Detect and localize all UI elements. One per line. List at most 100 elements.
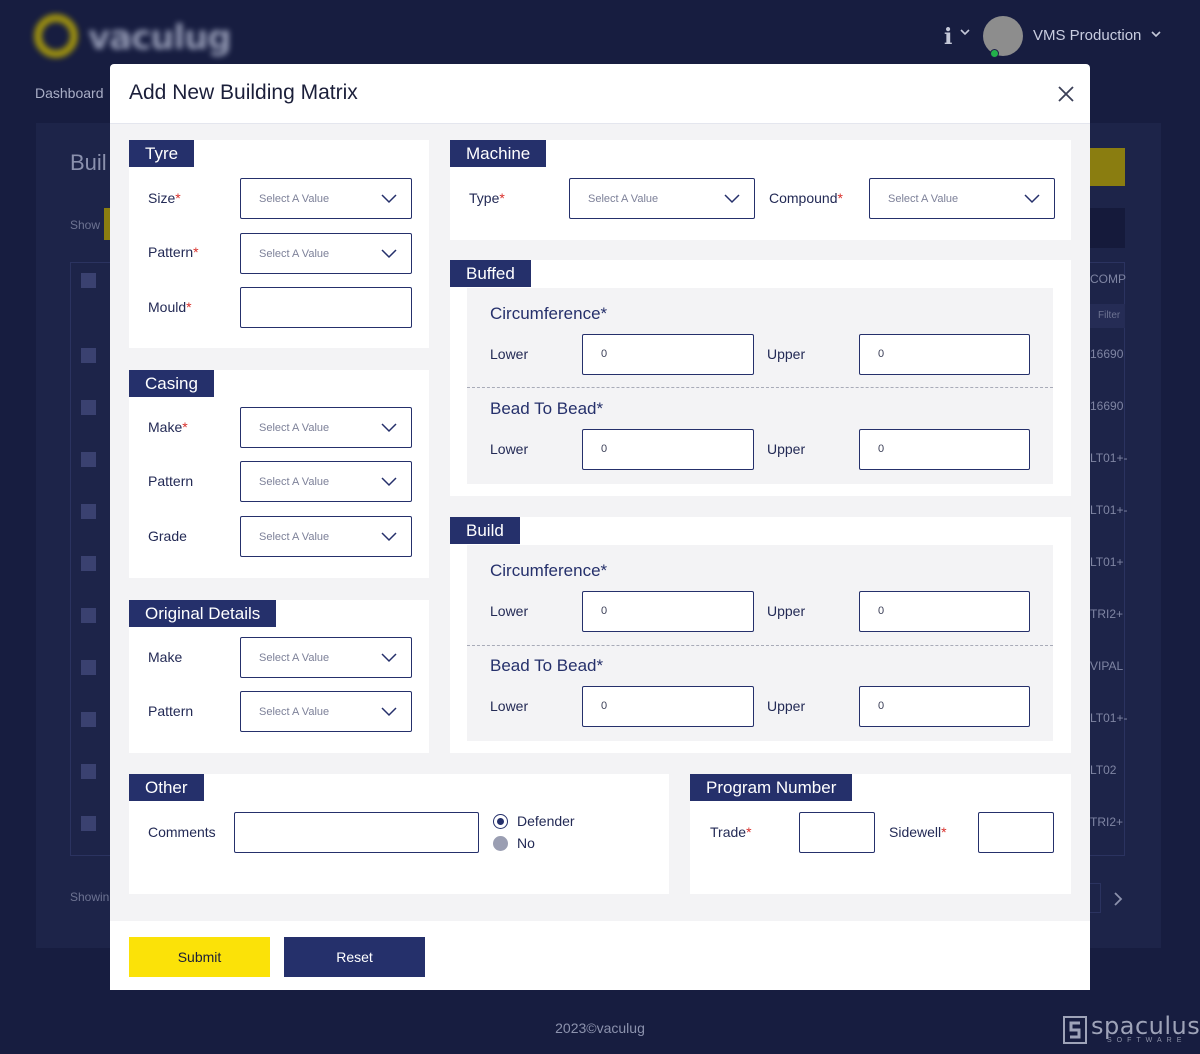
original-make-select[interactable]: Select A Value xyxy=(240,637,412,678)
table-cell: 16690 xyxy=(1090,347,1124,361)
build-bead-lower-value: 0 xyxy=(601,700,608,712)
logo-mark-icon xyxy=(34,14,78,58)
chevron-down-icon xyxy=(1024,194,1040,204)
reset-button[interactable]: Reset xyxy=(284,937,425,977)
tyre-panel: Tyre Size* Select A Value Pattern* Selec… xyxy=(129,140,429,348)
build-bead-lower-input[interactable]: 0 xyxy=(582,686,754,727)
table-cell: 16690 xyxy=(1090,399,1124,413)
avatar[interactable] xyxy=(983,16,1023,56)
table-cell: VIPAL xyxy=(1090,659,1124,673)
build-bead-upper-input[interactable]: 0 xyxy=(859,686,1030,727)
build-panel: Build Circumference* Lower 0 Upper 0 Bea… xyxy=(450,517,1071,753)
close-icon[interactable] xyxy=(1055,83,1077,105)
chevron-down-icon xyxy=(381,423,397,433)
original-pattern-select[interactable]: Select A Value xyxy=(240,691,412,732)
show-entries-select[interactable] xyxy=(104,208,112,240)
build-circ-lower-input[interactable]: 0 xyxy=(582,591,754,632)
build-section-title: Build xyxy=(450,517,520,544)
no-radio-label[interactable]: No xyxy=(517,835,535,851)
column-filter-input[interactable]: Filter xyxy=(1090,304,1125,328)
row-checkbox[interactable] xyxy=(81,556,96,571)
defender-radio-label[interactable]: Defender xyxy=(517,813,575,829)
search-button[interactable] xyxy=(1088,208,1125,248)
chevron-right-icon[interactable] xyxy=(1113,891,1123,907)
select-all-checkbox[interactable] xyxy=(81,273,96,288)
build-circ-upper-input[interactable]: 0 xyxy=(859,591,1030,632)
build-bead-title: Bead To Bead* xyxy=(490,656,604,675)
chevron-down-icon xyxy=(381,477,397,487)
row-checkbox[interactable] xyxy=(81,764,96,779)
chevron-down-icon xyxy=(381,532,397,542)
machine-panel: Machine Type* Select A Value Compound* S… xyxy=(450,140,1071,240)
tyre-pattern-select[interactable]: Select A Value xyxy=(240,233,412,274)
modal-title: Add New Building Matrix xyxy=(129,81,358,104)
column-header-comp[interactable]: COMP xyxy=(1090,272,1126,286)
info-icon[interactable]: i xyxy=(944,24,953,50)
build-bead-upper-label: Upper xyxy=(767,698,806,714)
program-number-section-title: Program Number xyxy=(690,774,853,801)
row-checkbox[interactable] xyxy=(81,816,96,831)
no-radio[interactable] xyxy=(493,836,508,851)
modal-footer: Submit Reset xyxy=(110,921,1090,990)
casing-grade-select[interactable]: Select A Value xyxy=(240,516,412,557)
sidewell-input[interactable] xyxy=(978,812,1054,853)
row-checkbox[interactable] xyxy=(81,452,96,467)
comments-input[interactable] xyxy=(234,812,479,853)
divider xyxy=(467,387,1053,388)
tyre-section-title: Tyre xyxy=(129,140,195,167)
machine-type-select[interactable]: Select A Value xyxy=(569,178,755,219)
showing-entries-text: Showin xyxy=(70,890,110,904)
buffed-circ-lower-input[interactable]: 0 xyxy=(582,334,754,375)
table-cell: TRI2+ xyxy=(1090,607,1124,621)
add-button[interactable] xyxy=(1088,148,1125,186)
app-header: vaculug i VMS Production xyxy=(0,0,1200,72)
mould-input[interactable] xyxy=(240,287,412,328)
modal-header: Add New Building Matrix xyxy=(110,64,1090,124)
row-checkbox[interactable] xyxy=(81,608,96,623)
select-placeholder: Select A Value xyxy=(888,193,959,205)
table-cell: LT01+- xyxy=(1090,711,1128,725)
size-label: Size* xyxy=(148,190,181,206)
build-bead-upper-value: 0 xyxy=(878,700,885,712)
row-checkbox[interactable] xyxy=(81,400,96,415)
buffed-circumference-title: Circumference* xyxy=(490,304,608,323)
buffed-bead-upper-input[interactable]: 0 xyxy=(859,429,1030,470)
compound-select[interactable]: Select A Value xyxy=(869,178,1055,219)
casing-panel: Casing Make* Select A Value Pattern Sele… xyxy=(129,370,429,578)
casing-pattern-select[interactable]: Select A Value xyxy=(240,461,412,502)
row-checkbox[interactable] xyxy=(81,660,96,675)
casing-make-select[interactable]: Select A Value xyxy=(240,407,412,448)
trade-input[interactable] xyxy=(799,812,875,853)
buffed-bead-lower-input[interactable]: 0 xyxy=(582,429,754,470)
build-bead-lower-label: Lower xyxy=(490,698,529,714)
row-checkbox[interactable] xyxy=(81,504,96,519)
table-cell: LT02 xyxy=(1090,763,1117,777)
breadcrumb[interactable]: Dashboard xyxy=(35,85,104,101)
select-placeholder: Select A Value xyxy=(259,248,330,260)
chevron-down-icon[interactable] xyxy=(1151,31,1161,38)
casing-grade-label: Grade xyxy=(148,528,187,544)
spaculus-watermark: spaculus SOFTWARE xyxy=(1063,1012,1200,1048)
buffed-bead-upper-value: 0 xyxy=(878,443,885,455)
divider xyxy=(467,645,1053,646)
row-checkbox[interactable] xyxy=(81,712,96,727)
original-details-panel: Original Details Make Select A Value Pat… xyxy=(129,600,429,753)
select-placeholder: Select A Value xyxy=(259,193,330,205)
select-placeholder: Select A Value xyxy=(588,193,659,205)
row-checkbox[interactable] xyxy=(81,348,96,363)
select-placeholder: Select A Value xyxy=(259,422,330,434)
other-section-title: Other xyxy=(129,774,204,801)
submit-button[interactable]: Submit xyxy=(129,937,270,977)
pattern-label: Pattern* xyxy=(148,244,199,260)
buffed-circ-upper-input[interactable]: 0 xyxy=(859,334,1030,375)
user-name[interactable]: VMS Production xyxy=(1033,27,1142,44)
pagination-page[interactable] xyxy=(1090,883,1101,913)
machine-section-title: Machine xyxy=(450,140,547,167)
size-select[interactable]: Select A Value xyxy=(240,178,412,219)
build-circ-lower-label: Lower xyxy=(490,603,529,619)
sidewell-label: Sidewell* xyxy=(889,824,947,840)
defender-radio[interactable] xyxy=(493,814,508,829)
brand-logo[interactable]: vaculug xyxy=(32,10,232,62)
buffed-circ-upper-label: Upper xyxy=(767,346,806,362)
chevron-down-icon[interactable] xyxy=(960,29,970,36)
